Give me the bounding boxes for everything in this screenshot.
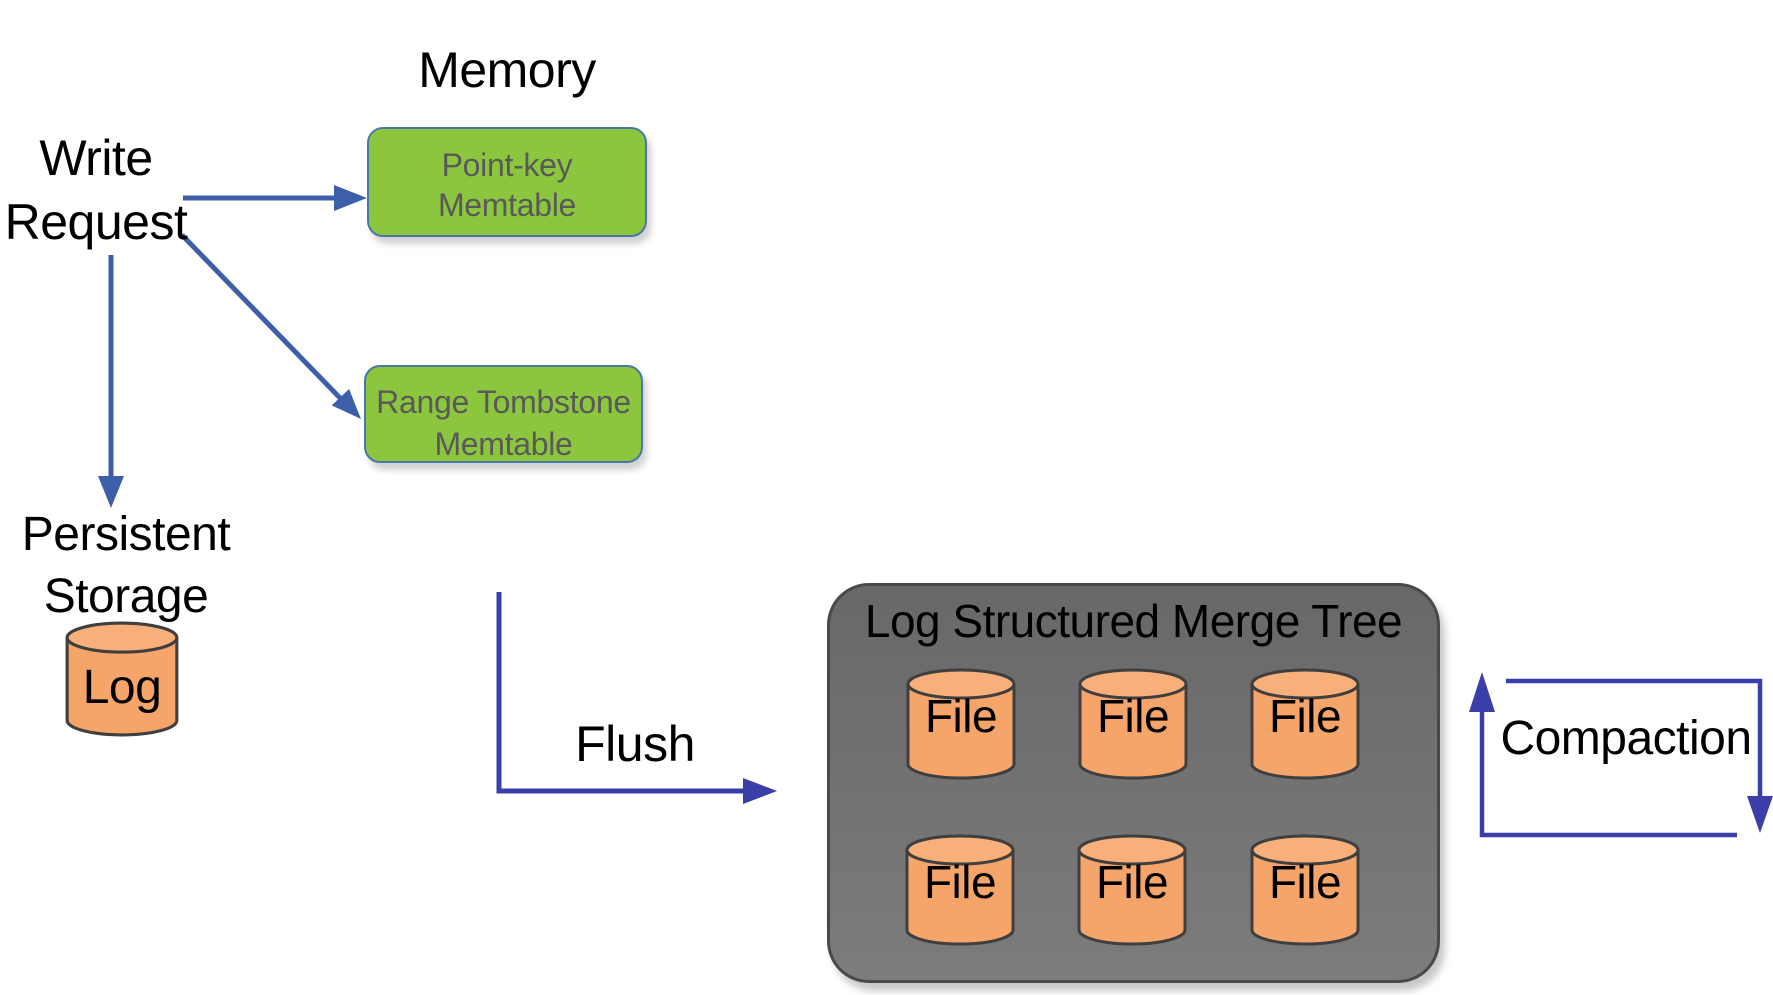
file-cylinder-5-label: File	[1095, 856, 1169, 908]
memory-label: Memory	[418, 42, 596, 98]
write-to-tombstone-arrow	[180, 233, 361, 419]
persistent-storage-line1: Persistent	[21, 508, 231, 561]
range-tombstone-memtable-box: Range Tombstone Memtable	[364, 365, 643, 463]
file-cylinder-1-shape	[906, 668, 1016, 780]
file-cylinder-6: File	[1249, 833, 1361, 947]
write-to-storage-arrow	[98, 255, 124, 508]
file-cylinder-2-label: File	[1096, 690, 1170, 742]
log-cylinder-label: Log	[82, 661, 162, 714]
file-cylinder-6-shape	[1250, 834, 1360, 946]
file-cylinder-4-shape	[905, 834, 1015, 946]
file-cylinder-4-label: File	[923, 856, 997, 908]
pointkey-memtable-line1: Point-key	[441, 147, 573, 183]
file-cylinder-2: File	[1077, 667, 1189, 781]
write-request-label: Write Request	[0, 126, 192, 254]
file-cylinder-6-label: File	[1268, 856, 1342, 908]
file-cylinder-3: File	[1249, 667, 1361, 781]
persistent-storage-label: Persistent Storage	[6, 504, 246, 628]
range-tombstone-memtable-line2: Memtable	[434, 426, 573, 462]
log-cylinder-shape	[65, 621, 179, 737]
file-cylinder-3-shape	[1250, 668, 1360, 780]
flush-label: Flush	[575, 716, 695, 772]
lsm-tree-title: Log Structured Merge Tree	[864, 595, 1403, 647]
file-cylinder-1: File	[905, 667, 1017, 781]
pointkey-memtable-box: Point-key Memtable	[367, 127, 647, 237]
write-request-line1: Write	[39, 130, 153, 186]
pointkey-memtable-line2: Memtable	[437, 187, 577, 223]
persistent-storage-line2: Storage	[43, 570, 209, 623]
write-request-line2: Request	[4, 194, 188, 250]
compaction-label: Compaction	[1500, 712, 1752, 765]
log-cylinder: Log	[64, 620, 180, 738]
file-cylinder-3-label: File	[1268, 690, 1342, 742]
file-cylinder-2-shape	[1078, 668, 1188, 780]
file-cylinder-4: File	[904, 833, 1016, 947]
write-to-pointkey-arrow	[183, 185, 367, 211]
file-cylinder-1-label: File	[924, 690, 998, 742]
lsm-tree-box: Log Structured Merge Tree File File File	[827, 583, 1440, 983]
file-cylinder-5: File	[1076, 833, 1188, 947]
file-cylinder-5-shape	[1077, 834, 1187, 946]
range-tombstone-memtable-line1: Range Tombstone	[376, 384, 631, 420]
